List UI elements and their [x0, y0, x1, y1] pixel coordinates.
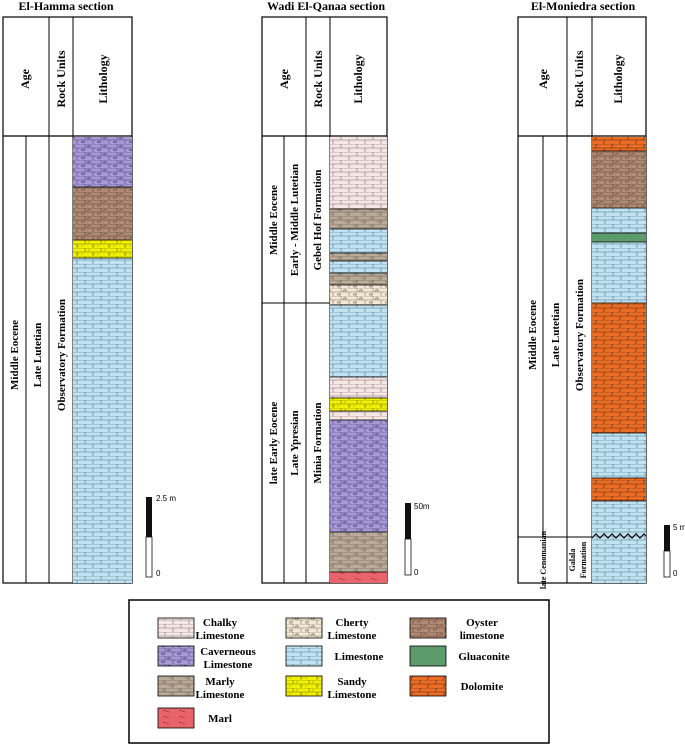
legend-swatch-limestone	[285, 645, 323, 667]
scale-top-label: 2.5 m	[156, 494, 176, 503]
section-title: El-Moniedra section	[531, 0, 636, 13]
legend-swatch-glauconite	[409, 645, 447, 667]
bottom-formation-label-line2: Formation	[579, 541, 588, 578]
legend: Chalky Limestone Cherty Limestone Oyster…	[128, 599, 550, 744]
formation-label: Observatory Formation	[574, 279, 586, 391]
rock-units-header: Rock Units	[572, 50, 586, 107]
scale-bar: 2.5 m 0	[145, 494, 176, 578]
legend-swatch-sandy	[285, 675, 323, 697]
legend-label-cherty-line1: Cherty	[336, 617, 369, 629]
formation-label: Observatory Formation	[56, 299, 68, 411]
layer-marl	[330, 572, 387, 583]
scale-bar: 5 m 0	[663, 523, 685, 578]
legend-label-sandy-line2: Limestone	[328, 689, 377, 701]
layer-sandy-limestone	[73, 240, 132, 258]
scale-bar: 50m 0	[404, 502, 430, 577]
layer-limestone	[592, 242, 646, 303]
legend-label-sandy-line1: Sandy	[337, 676, 367, 688]
age-header: Age	[277, 68, 291, 89]
layer-chalky-limestone	[330, 411, 387, 420]
section-el-moniedra: El-Moniedra section Age Rock Units Litho…	[517, 0, 685, 589]
age-header: Age	[536, 68, 550, 89]
legend-swatch-dolomite	[409, 675, 447, 697]
layer-oyster-limestone	[592, 151, 646, 208]
layer-glauconite	[592, 233, 646, 242]
layer-oyster-limestone	[73, 187, 132, 240]
upper-sub-age-label: Early - Middle Lutetian	[289, 164, 301, 276]
layer-limestone	[330, 229, 387, 253]
legend-label-chalky-line2: Limestone	[196, 630, 245, 642]
age-label: Middle Eocene	[9, 320, 21, 390]
legend-swatch-cherty	[285, 617, 323, 639]
lithology-header: Lithology	[96, 54, 110, 103]
legend-label-chalky-line1: Chalky	[203, 617, 238, 629]
section-title: El-Hamma section	[19, 0, 114, 13]
lithology-column	[591, 137, 647, 583]
rock-units-header: Rock Units	[311, 50, 325, 107]
legend-label-caverneous-line2: Limestone	[204, 659, 253, 671]
legend-label-marly-line2: Limestone	[196, 689, 245, 701]
lithology-header: Lithology	[611, 54, 625, 103]
layer-limestone	[592, 501, 646, 583]
legend-label-marly-line1: Marly	[205, 676, 235, 688]
section-title: Wadi El-Qanaa section	[267, 0, 385, 13]
sub-age-label: Late Lutetian	[32, 323, 44, 387]
layer-limestone	[330, 261, 387, 273]
legend-label-cherty-line2: Limestone	[328, 630, 377, 642]
legend-label-dolomite: Dolomite	[461, 681, 504, 693]
scale-bottom-label: 0	[156, 569, 161, 578]
legend-swatch-chalky	[157, 617, 195, 639]
layer-limestone	[73, 258, 132, 583]
legend-label-marl: Marl	[208, 713, 232, 725]
lower-sub-age-label: Late Ypresian	[289, 410, 301, 475]
lower-age-label: late Early Eocene	[268, 402, 280, 485]
layer-dolomite	[592, 478, 646, 501]
layer-marly-limestone	[330, 253, 387, 261]
layer-marly-limestone	[330, 532, 387, 572]
layer-caverneous-limestone	[73, 137, 132, 187]
legend-swatch-marl	[157, 707, 195, 729]
legend-label-glauconite: Gluaconite	[458, 651, 509, 663]
layer-chalky-limestone	[330, 377, 387, 398]
legend-label-limestone: Limestone	[335, 651, 384, 663]
lithology-column	[330, 137, 387, 583]
layer-dolomite	[592, 137, 646, 151]
layer-limestone	[592, 433, 646, 478]
legend-label-oyster-line1: Oyster	[466, 617, 498, 629]
layer-marly-limestone	[330, 209, 387, 229]
legend-frame	[128, 599, 550, 744]
upper-age-label: Middle Eocene	[268, 185, 280, 255]
layer-sandy-limestone	[330, 398, 387, 411]
layer-limestone	[592, 208, 646, 233]
legend-swatch-marly	[157, 675, 195, 697]
layer-chalky-limestone	[330, 137, 387, 209]
sub-age-label: Late Lutetian	[550, 303, 562, 367]
rock-units-header: Rock Units	[54, 50, 68, 107]
legend-label-caverneous-line1: Caverneous	[200, 646, 256, 658]
age-label: Middle Eocene	[527, 300, 539, 370]
scale-top-label: 50m	[414, 502, 430, 511]
scale-bottom-label: 0	[414, 568, 419, 577]
lithology-column	[73, 137, 132, 583]
upper-formation-label: Gebel Hof Formation	[312, 170, 324, 271]
layer-cherty-limestone	[330, 285, 387, 305]
bottom-age-label: late Cenomanian	[539, 530, 548, 589]
legend-swatch-oyster	[409, 617, 447, 639]
unconformity-line	[591, 533, 647, 539]
layer-marly-limestone	[330, 273, 387, 285]
legend-label-oyster-line2: limestone	[460, 630, 505, 642]
layer-caverneous-limestone	[330, 420, 387, 532]
scale-top-label: 5 m	[673, 523, 685, 532]
legend-swatch-caverneous	[157, 645, 195, 667]
lithology-header: Lithology	[351, 54, 365, 103]
scale-bottom-label: 0	[673, 569, 678, 578]
layer-limestone	[330, 305, 387, 377]
layer-dolomite	[592, 303, 646, 433]
bottom-formation-label-line1: Galala	[568, 549, 577, 572]
age-header: Age	[18, 68, 32, 89]
section-wadi-el-qanaa: Wadi El-Qanaa section Age Rock Units Lit…	[261, 0, 430, 584]
lower-formation-label: Minia Formation	[312, 403, 324, 484]
section-el-hamma: El-Hamma section Age Rock Units Litholog…	[2, 0, 176, 584]
